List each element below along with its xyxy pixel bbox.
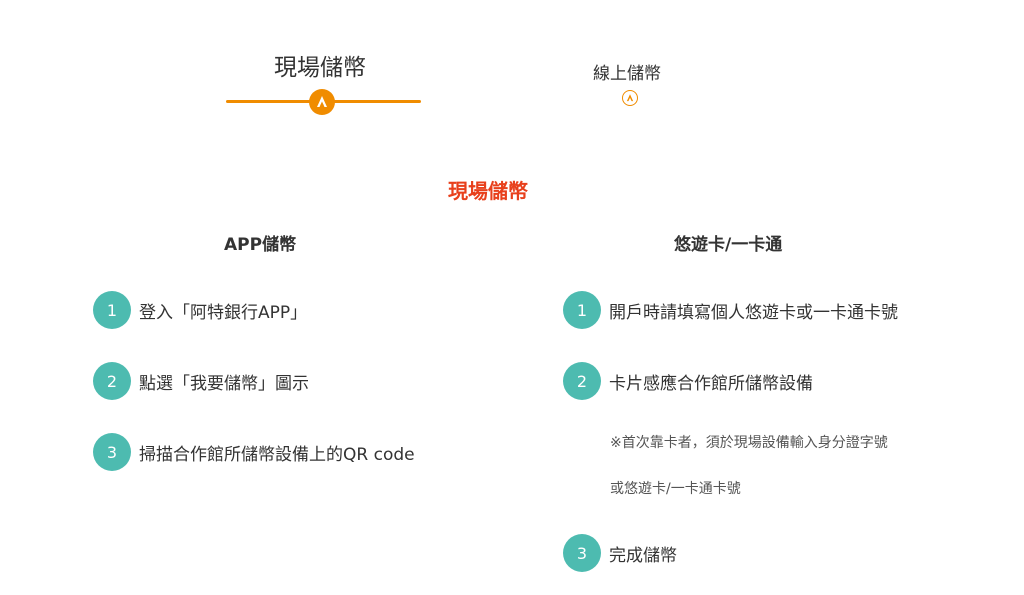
column-title-app: APP儲幣 (224, 235, 297, 255)
step-text: 開戶時請填寫個人悠遊卡或一卡通卡號 (609, 302, 898, 323)
step-text: 點選「我要儲幣」圖示 (139, 373, 309, 394)
mascot-icon[interactable] (622, 90, 638, 106)
step-number: 1 (563, 291, 601, 329)
step-text: 掃描合作館所儲幣設備上的QR code (139, 444, 415, 465)
step-number: 2 (93, 362, 131, 400)
mascot-icon[interactable] (309, 89, 335, 115)
step-text: 登入「阿特銀行APP」 (139, 302, 308, 323)
list-item: 1 開戶時請填寫個人悠遊卡或一卡通卡號 (563, 291, 898, 329)
step-number: 3 (93, 433, 131, 471)
section-title: 現場儲幣 (448, 179, 528, 203)
tab-onsite-label[interactable]: 現場儲幣 (274, 55, 366, 81)
column-title-card: 悠遊卡/一卡通 (674, 235, 783, 255)
list-item: 1 登入「阿特銀行APP」 (93, 291, 307, 329)
note-line: 或悠遊卡/一卡通卡號 (610, 481, 741, 497)
step-number: 1 (93, 291, 131, 329)
list-item: 2 卡片感應合作館所儲幣設備 (563, 362, 813, 400)
step-number: 3 (563, 534, 601, 572)
list-item: 2 點選「我要儲幣」圖示 (93, 362, 309, 400)
step-text: 卡片感應合作館所儲幣設備 (609, 373, 813, 394)
list-item: 3 掃描合作館所儲幣設備上的QR code (93, 433, 415, 471)
step-number: 2 (563, 362, 601, 400)
step-text: 完成儲幣 (609, 545, 677, 566)
note-line: ※首次靠卡者，須於現場設備輸入身分證字號 (610, 435, 888, 451)
tab-online-label[interactable]: 線上儲幣 (593, 64, 661, 84)
list-item: 3 完成儲幣 (563, 534, 677, 572)
